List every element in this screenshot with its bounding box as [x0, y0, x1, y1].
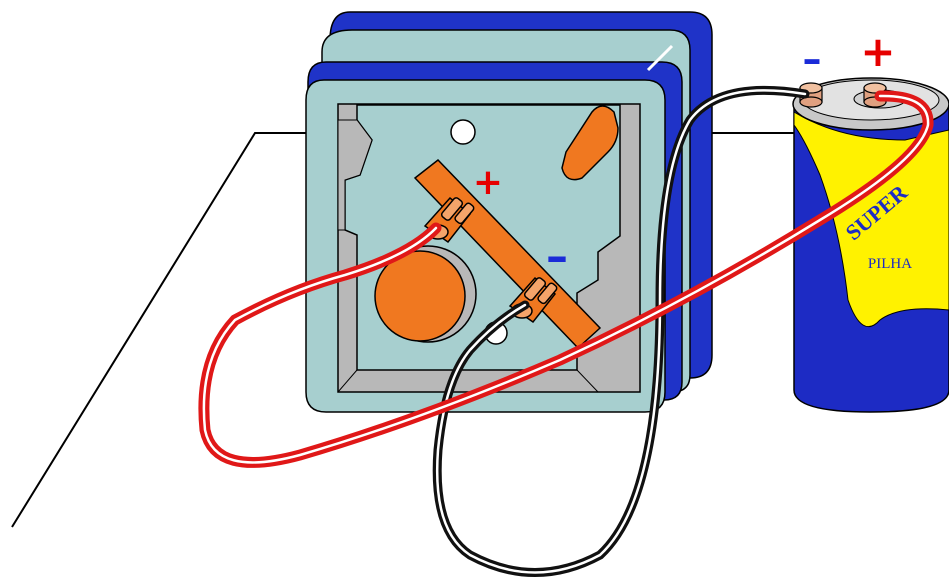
device-orange-disk [374, 250, 466, 342]
device-left-notch [337, 119, 373, 231]
battery-brand-pilha: PILHA [868, 256, 912, 272]
table-edge [11, 132, 948, 528]
battery: – + SUPER PILHA [792, 27, 949, 413]
device-orange-pill [561, 105, 619, 181]
wire-red [198, 90, 934, 468]
battery-terminal-negative [799, 82, 823, 108]
device-plus-sign: + [473, 162, 503, 203]
device-minus-sign: – [546, 231, 568, 282]
battery-label [793, 111, 949, 328]
device: + – [305, 11, 713, 413]
device-hole-top [450, 119, 476, 145]
device-highlight [646, 44, 674, 72]
wire-black [432, 85, 810, 577]
battery-minus-sign: – [803, 37, 822, 81]
battery-plus-sign: + [860, 27, 895, 76]
